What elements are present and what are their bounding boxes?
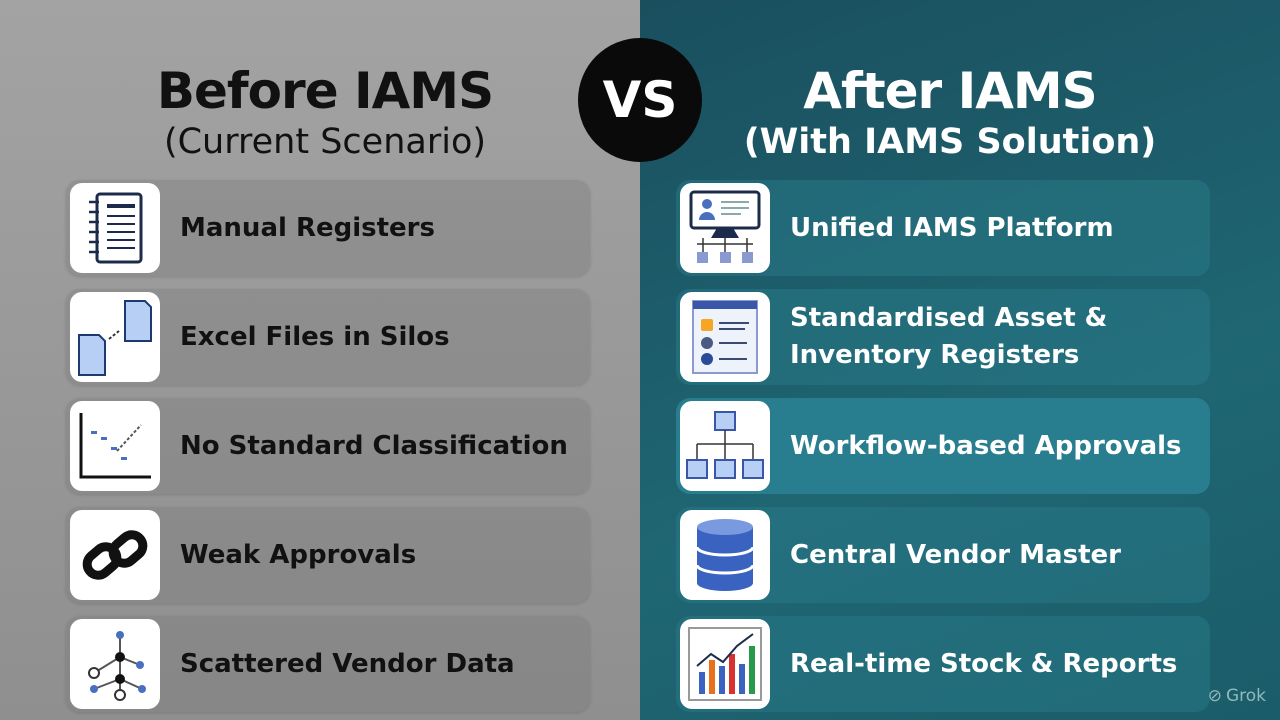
after-item-realtime-stock-reports: Real-time Stock & Reports xyxy=(676,616,1210,712)
monitor-network-icon xyxy=(680,183,770,273)
before-item-manual-registers: Manual Registers xyxy=(66,180,590,276)
scatter-trend-icon xyxy=(70,401,160,491)
watermark-text: Grok xyxy=(1225,686,1266,706)
before-item-no-standard-classification: No Standard Classification xyxy=(66,398,590,494)
notebook-icon xyxy=(70,183,160,273)
database-icon xyxy=(680,510,770,600)
watermark: ⊘Grok xyxy=(1208,686,1266,706)
after-item-central-vendor-master: Central Vendor Master xyxy=(676,507,1210,603)
after-subtitle: (With IAMS Solution) xyxy=(743,122,1157,162)
item-label: Scattered Vendor Data xyxy=(180,648,515,679)
item-label: Real-time Stock & Reports xyxy=(790,648,1178,679)
chain-link-icon xyxy=(70,510,160,600)
after-panel: After IAMS (With IAMS Solution) Unified … xyxy=(640,0,1280,720)
after-item-workflow-approvals: Workflow-based Approvals xyxy=(676,398,1210,494)
bar-chart-icon xyxy=(680,619,770,709)
item-label: No Standard Classification xyxy=(180,430,568,461)
vs-badge: VS xyxy=(578,38,702,162)
before-subtitle: (Current Scenario) xyxy=(163,122,487,162)
before-item-scattered-vendor-data: Scattered Vendor Data xyxy=(66,616,590,712)
org-chart-icon xyxy=(680,401,770,491)
before-item-excel-files: Excel Files in Silos xyxy=(66,289,590,385)
item-label: Unified IAMS Platform xyxy=(790,212,1114,243)
after-title: After IAMS xyxy=(803,62,1097,120)
after-item-standardised-registers: Standardised Asset & Inventory Registers xyxy=(676,289,1210,385)
item-label: Manual Registers xyxy=(180,212,435,243)
item-label: Excel Files in Silos xyxy=(180,321,450,352)
item-label: Central Vendor Master xyxy=(790,539,1121,570)
grok-logo-icon: ⊘ xyxy=(1207,686,1222,706)
after-item-unified-platform: Unified IAMS Platform xyxy=(676,180,1210,276)
files-icon xyxy=(70,292,160,382)
before-panel: Before IAMS (Current Scenario) Manual Re… xyxy=(0,0,640,720)
checklist-icon xyxy=(680,292,770,382)
item-label: Weak Approvals xyxy=(180,539,417,570)
item-label: Workflow-based Approvals xyxy=(790,430,1182,461)
network-nodes-icon xyxy=(70,619,160,709)
before-item-weak-approvals: Weak Approvals xyxy=(66,507,590,603)
before-title: Before IAMS xyxy=(156,62,494,120)
item-label: Standardised Asset & Inventory Registers xyxy=(790,303,1108,370)
